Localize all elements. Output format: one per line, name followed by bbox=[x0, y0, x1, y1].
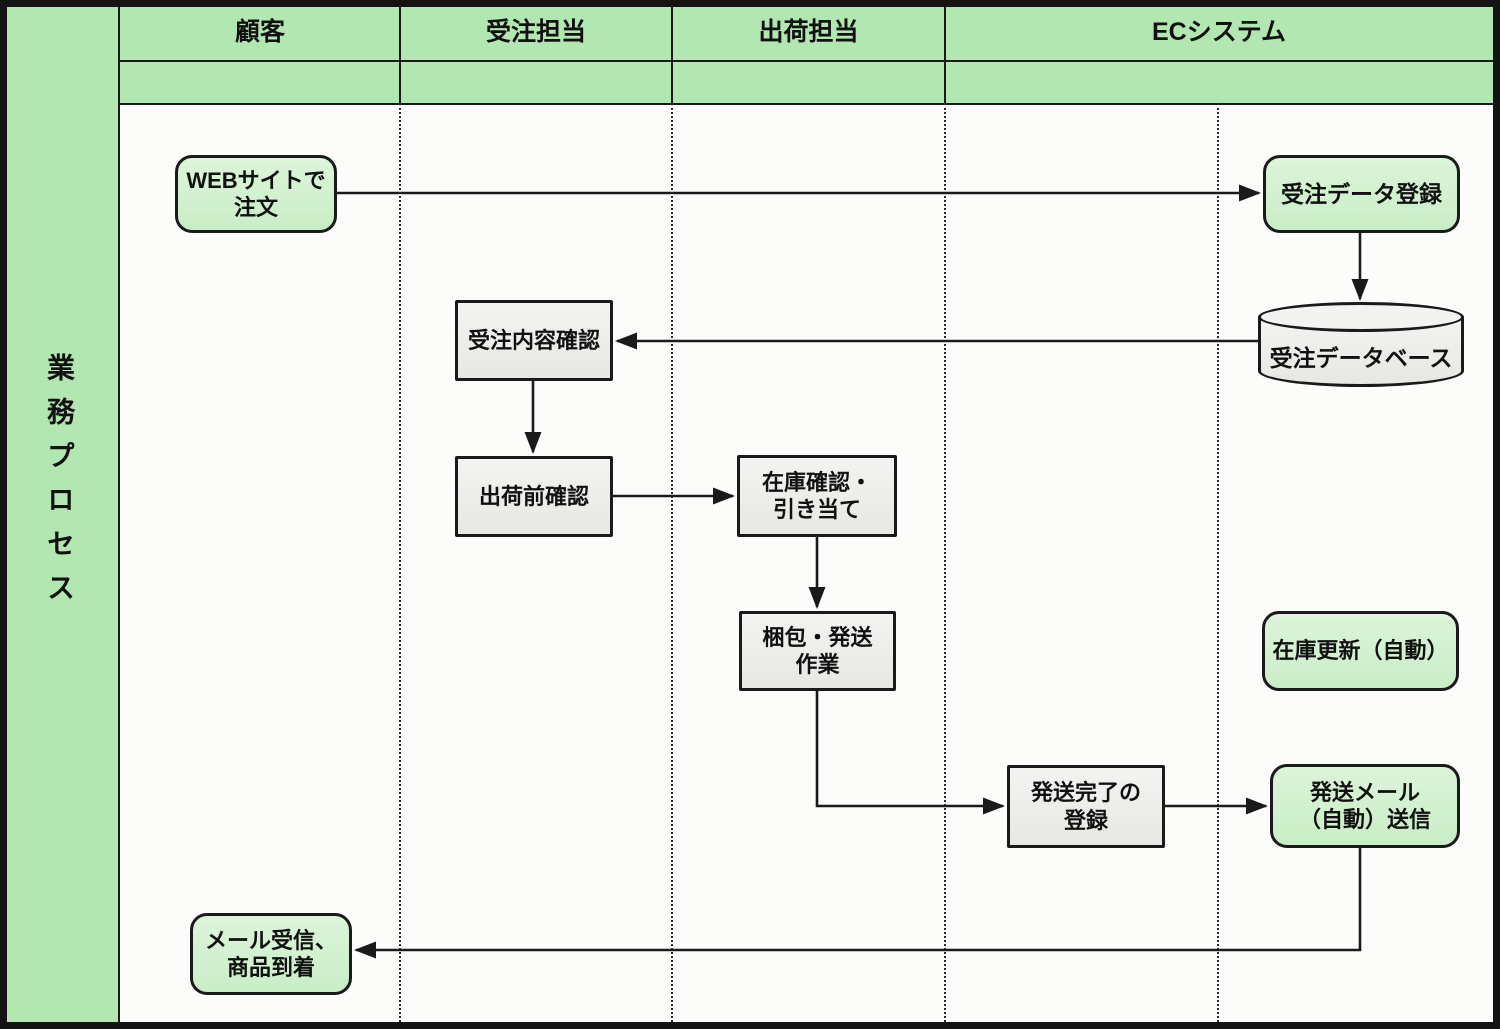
node-ship-complete-register: 発送完了の 登録 bbox=[1007, 765, 1165, 848]
lane-separator bbox=[1217, 103, 1219, 1022]
header-divider bbox=[671, 0, 673, 103]
sidebar-title: 業務プロセス bbox=[44, 352, 75, 617]
node-order-data-register: 受注データ登録 bbox=[1263, 155, 1460, 233]
database-cylinder-icon bbox=[1258, 302, 1464, 332]
node-web-order: WEBサイトで 注文 bbox=[175, 155, 337, 233]
lane-separator bbox=[671, 103, 673, 1022]
node-stock-update-auto: 在庫更新（自動） bbox=[1262, 611, 1459, 691]
node-order-content-check: 受注内容確認 bbox=[455, 300, 613, 381]
lane-header-ec-system: ECシステム bbox=[1152, 18, 1286, 46]
header-divider bbox=[399, 0, 401, 103]
lane-separator bbox=[944, 103, 946, 1022]
lane-header-shipping-staff: 出荷担当 bbox=[758, 18, 859, 46]
process-sidebar: 業務プロセス bbox=[0, 0, 120, 1029]
node-order-database: 受注データベース bbox=[1258, 302, 1464, 387]
node-ship-mail-auto-send: 発送メール （自動）送信 bbox=[1270, 764, 1460, 848]
node-stock-check-allocate: 在庫確認・ 引き当て bbox=[737, 455, 897, 537]
lane-separator bbox=[399, 103, 401, 1022]
header-divider bbox=[944, 0, 946, 103]
node-preship-check: 出荷前確認 bbox=[455, 456, 613, 537]
node-packing-shipping: 梱包・発送 作業 bbox=[739, 611, 896, 691]
node-mail-receive-goods-arrive: メール受信、 商品到着 bbox=[190, 913, 352, 995]
lane-header-customer: 顧客 bbox=[234, 18, 285, 46]
lane-header-order-staff: 受注担当 bbox=[485, 18, 586, 46]
lane-header-background bbox=[120, 0, 1500, 105]
header-row-divider bbox=[120, 60, 1500, 62]
